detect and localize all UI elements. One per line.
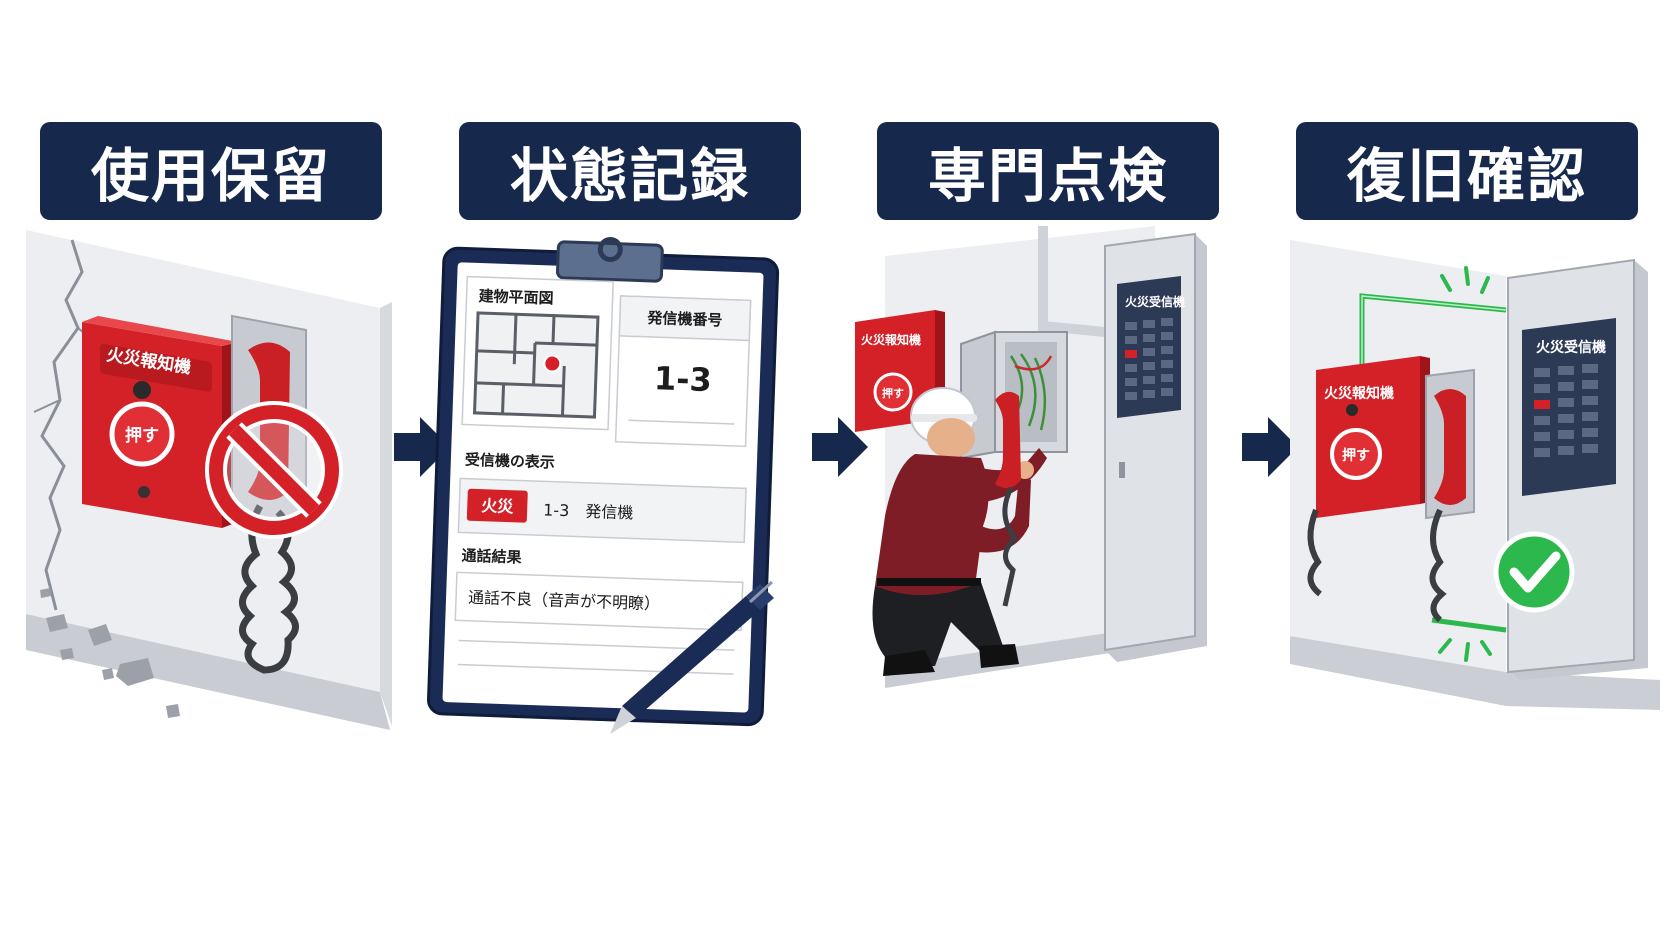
fire-alarm-box: 火災報知機 押す [82,316,238,528]
scene-recovery-confirmed: 火災報知機 押す 火災受信機 [1290,240,1660,710]
step-title-3: 専門点検 [877,122,1219,220]
step-title-4: 復旧確認 [1296,122,1638,220]
indicator-grid [1125,318,1173,400]
floor-plan-label: 建物平面図 [478,287,554,308]
technician [872,387,1047,676]
scene-use-suspended: 火災報知機 押す [26,230,392,730]
push-button[interactable] [109,401,175,467]
arrow-right-icon [394,417,450,477]
push-button-label: 押す [882,386,904,400]
fire-badge [466,488,528,523]
prohibited-icon [205,401,343,539]
step-title-2: 状態記録 [459,122,801,220]
pen-icon [610,580,774,734]
push-button-label: 押す [1342,447,1370,464]
handset-icon [1307,389,1466,623]
step-title-1: 使用保留 [40,122,382,220]
fire-receiver-panel: 火災受信機 [1507,258,1648,680]
location-marker-icon [543,354,562,373]
fire-alarm-label: 火災報知機 [861,332,921,347]
scene-state-record: 建物平面図 発信機番号 1-3 受信機の表示 火災 1-3 発信機 通話結果 通… [426,237,780,734]
call-result-label: 通話結果 [461,547,523,567]
check-icon [1493,531,1575,613]
floor-plan [472,311,600,419]
arrow-right-icon [1242,417,1298,477]
connection-line [1431,617,1507,633]
debris [40,588,180,718]
push-button[interactable] [1330,428,1382,480]
indicator-grid [1534,364,1598,457]
transmitter-no-label: 発信機番号 [646,309,723,330]
receiver-display-text: 1-3 発信機 [543,500,634,522]
wall-crack [40,239,84,611]
scene-professional-inspection: 火災報知機 押す 火災受信機 [855,226,1207,688]
receiver-display-label: 受信機の表示 [465,451,556,472]
handset-icon [995,391,1021,607]
junction-box [960,330,1068,460]
fire-receiver-panel: 火災受信機 [1104,232,1207,662]
fire-badge-text: 火災 [481,496,515,516]
receiver-panel-label: 火災受信機 [1536,339,1606,356]
arrow-right-icon [812,417,868,477]
receiver-panel-label: 火災受信機 [1125,294,1185,309]
push-button-label: 押す [125,425,159,446]
transmitter-no: 1-3 [653,359,712,399]
fire-alarm-label: 火災報知機 [1324,385,1394,402]
signal-sparkle-icon [1438,266,1492,662]
fire-alarm-box: 火災報知機 押す [1316,356,1430,518]
